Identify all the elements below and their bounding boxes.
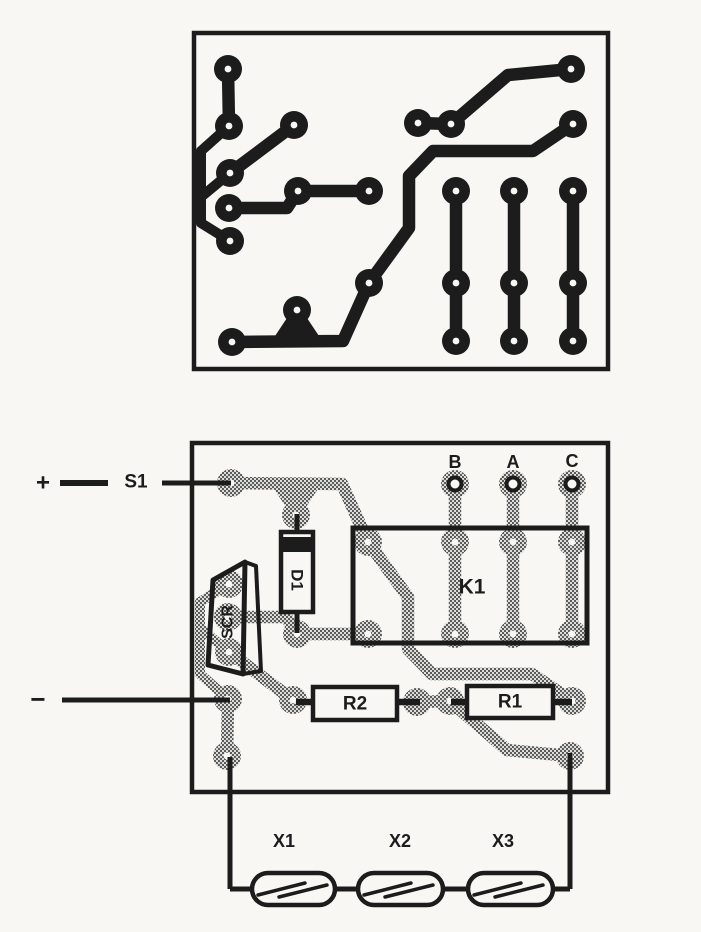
lamp-x3-body — [465, 870, 556, 908]
scr-label: SCR — [220, 605, 237, 639]
relay-k1-outline — [350, 525, 590, 646]
lamps — [249, 870, 556, 908]
copper-side-board — [191, 30, 611, 372]
terminal-b-label: B — [449, 452, 462, 472]
terminal-a-label: A — [507, 452, 520, 472]
minus-label: − — [30, 684, 45, 714]
lamp-x2-label: X2 — [389, 831, 411, 851]
lamp-x3-label: X3 — [492, 831, 514, 851]
diode-d1: D1 — [278, 514, 316, 633]
scr-tab-face — [241, 560, 263, 676]
lamp-x1-filament — [256, 881, 329, 899]
resistor-r1-label: R1 — [498, 692, 523, 713]
scr: SCR — [205, 559, 263, 677]
switch-label: S1 — [124, 472, 148, 493]
terminal-c-pin — [563, 475, 581, 493]
plus-supply-lead: + — [36, 470, 231, 497]
copper-trace-layer — [201, 55, 587, 356]
terminal-pins — [446, 475, 581, 493]
terminal-b-pin — [446, 475, 464, 493]
lamp-x1-body — [249, 870, 338, 908]
copper-board-outline — [191, 30, 611, 372]
minus-supply-lead: − — [30, 684, 230, 714]
lamp-x2-body — [355, 870, 446, 908]
lamp-string: X1 X2 X3 — [227, 753, 573, 908]
component-board-outline — [189, 440, 611, 795]
plus-label: + — [36, 470, 50, 497]
lamp-x3-filament — [472, 881, 545, 899]
lamp-filaments — [256, 881, 545, 899]
resistor-r2: R2 — [296, 684, 420, 723]
relay-k1-label: K1 — [459, 576, 486, 599]
diode-d1-cathode-band — [281, 537, 313, 552]
resistor-r1-body — [464, 683, 556, 721]
lamp-wires — [227, 753, 573, 892]
lamp-x2-filament — [362, 881, 435, 899]
resistor-r2-label: R2 — [343, 694, 367, 715]
lamp-x1-label: X1 — [273, 831, 295, 851]
terminal-c-label: C — [566, 451, 579, 471]
diode-d1-label: D1 — [288, 569, 307, 591]
component-side-board: + S1 − B A C K1 D1 — [30, 440, 611, 795]
resistor-r1: R1 — [451, 683, 572, 721]
resistor-r2-body — [310, 684, 400, 723]
terminal-a-pin — [504, 475, 522, 493]
